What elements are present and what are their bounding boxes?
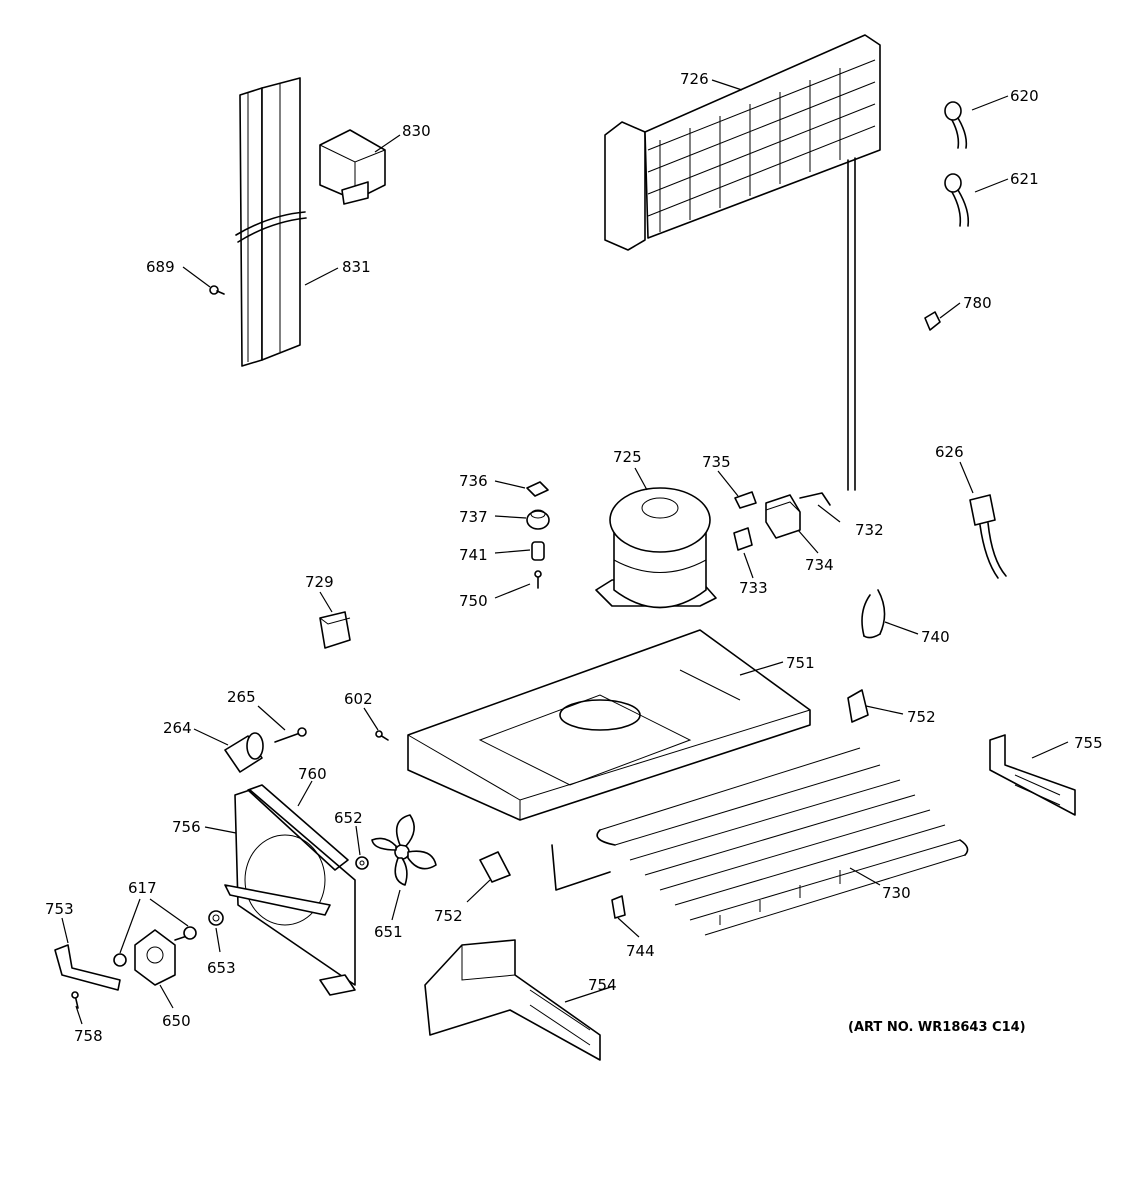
callout-756: 756 bbox=[172, 818, 201, 836]
callout-736: 736 bbox=[459, 472, 488, 490]
part-737 bbox=[526, 509, 550, 530]
callout-831: 831 bbox=[342, 258, 371, 276]
art-number: (ART NO. WR18643 C14) bbox=[848, 1020, 1026, 1035]
callout-780: 780 bbox=[963, 294, 992, 312]
callout-733: 733 bbox=[739, 579, 768, 597]
callout-744: 744 bbox=[626, 942, 655, 960]
part-734 bbox=[765, 494, 801, 539]
part-729-relay bbox=[319, 611, 351, 649]
part-651-fan-blade bbox=[371, 814, 437, 886]
callout-621: 621 bbox=[1010, 170, 1039, 188]
callout-754: 754 bbox=[588, 976, 617, 994]
part-602-screw bbox=[375, 730, 389, 741]
part-689-screw bbox=[209, 285, 225, 295]
callout-689: 689 bbox=[146, 258, 175, 276]
part-750 bbox=[534, 570, 542, 589]
callout-602: 602 bbox=[344, 690, 373, 708]
part-617-grommet-a bbox=[113, 953, 127, 967]
callout-650: 650 bbox=[162, 1012, 191, 1030]
part-831-rail bbox=[235, 77, 307, 367]
part-751-base-pan bbox=[407, 629, 811, 821]
callout-620: 620 bbox=[1010, 87, 1039, 105]
callout-755: 755 bbox=[1074, 734, 1103, 752]
part-626-cord bbox=[969, 494, 1007, 579]
callout-653: 653 bbox=[207, 959, 236, 977]
part-264-capacitor bbox=[224, 732, 264, 773]
part-752-clip-a bbox=[847, 689, 869, 723]
part-752-clip-b bbox=[479, 851, 511, 883]
part-744-clip bbox=[611, 895, 626, 919]
part-780-clip bbox=[924, 311, 941, 331]
part-755-bracket bbox=[989, 734, 1076, 816]
callout-752-left: 752 bbox=[434, 907, 463, 925]
callout-753: 753 bbox=[45, 900, 74, 918]
callout-752-right: 752 bbox=[907, 708, 936, 726]
callout-265: 265 bbox=[227, 688, 256, 706]
callout-734: 734 bbox=[805, 556, 834, 574]
part-753-bracket bbox=[54, 944, 121, 991]
part-830-bracket bbox=[319, 129, 386, 205]
part-620-clip bbox=[944, 101, 968, 149]
callout-737: 737 bbox=[459, 508, 488, 526]
part-732 bbox=[799, 492, 831, 506]
part-652-nut bbox=[355, 856, 369, 870]
callout-741: 741 bbox=[459, 546, 488, 564]
callout-750: 750 bbox=[459, 592, 488, 610]
part-741 bbox=[531, 541, 545, 561]
part-650-motor bbox=[134, 929, 191, 986]
part-617-grommet-b bbox=[183, 926, 197, 940]
part-760-frame bbox=[247, 784, 349, 871]
callout-730: 730 bbox=[882, 884, 911, 902]
callout-751: 751 bbox=[786, 654, 815, 672]
part-621-clip bbox=[944, 173, 970, 227]
callout-735: 735 bbox=[702, 453, 731, 471]
callout-758: 758 bbox=[74, 1027, 103, 1045]
part-265-bolt bbox=[274, 727, 307, 743]
callout-830: 830 bbox=[402, 122, 431, 140]
part-740-clip bbox=[861, 589, 886, 639]
part-736 bbox=[526, 481, 549, 497]
part-733 bbox=[733, 527, 753, 551]
part-754-bracket bbox=[424, 939, 601, 1061]
callout-labels: 830 831 689 726 620 621 780 626 725 735 … bbox=[45, 70, 1103, 1045]
callout-651: 651 bbox=[374, 923, 403, 941]
part-726-evaporator bbox=[604, 34, 881, 491]
part-730-condenser bbox=[551, 747, 969, 936]
callout-652: 652 bbox=[334, 809, 363, 827]
callout-725: 725 bbox=[613, 448, 642, 466]
part-756-shroud bbox=[224, 789, 356, 996]
callout-617: 617 bbox=[128, 879, 157, 897]
callout-760: 760 bbox=[298, 765, 327, 783]
callout-726: 726 bbox=[680, 70, 709, 88]
callout-264: 264 bbox=[163, 719, 192, 737]
callout-732: 732 bbox=[855, 521, 884, 539]
callout-740: 740 bbox=[921, 628, 950, 646]
part-735 bbox=[734, 491, 757, 509]
part-725-compressor bbox=[595, 487, 717, 609]
part-758-screw bbox=[71, 991, 79, 1009]
part-653-bushing bbox=[208, 910, 224, 926]
leader-lines bbox=[61, 79, 1069, 1025]
callout-729: 729 bbox=[305, 573, 334, 591]
callout-626: 626 bbox=[935, 443, 964, 461]
